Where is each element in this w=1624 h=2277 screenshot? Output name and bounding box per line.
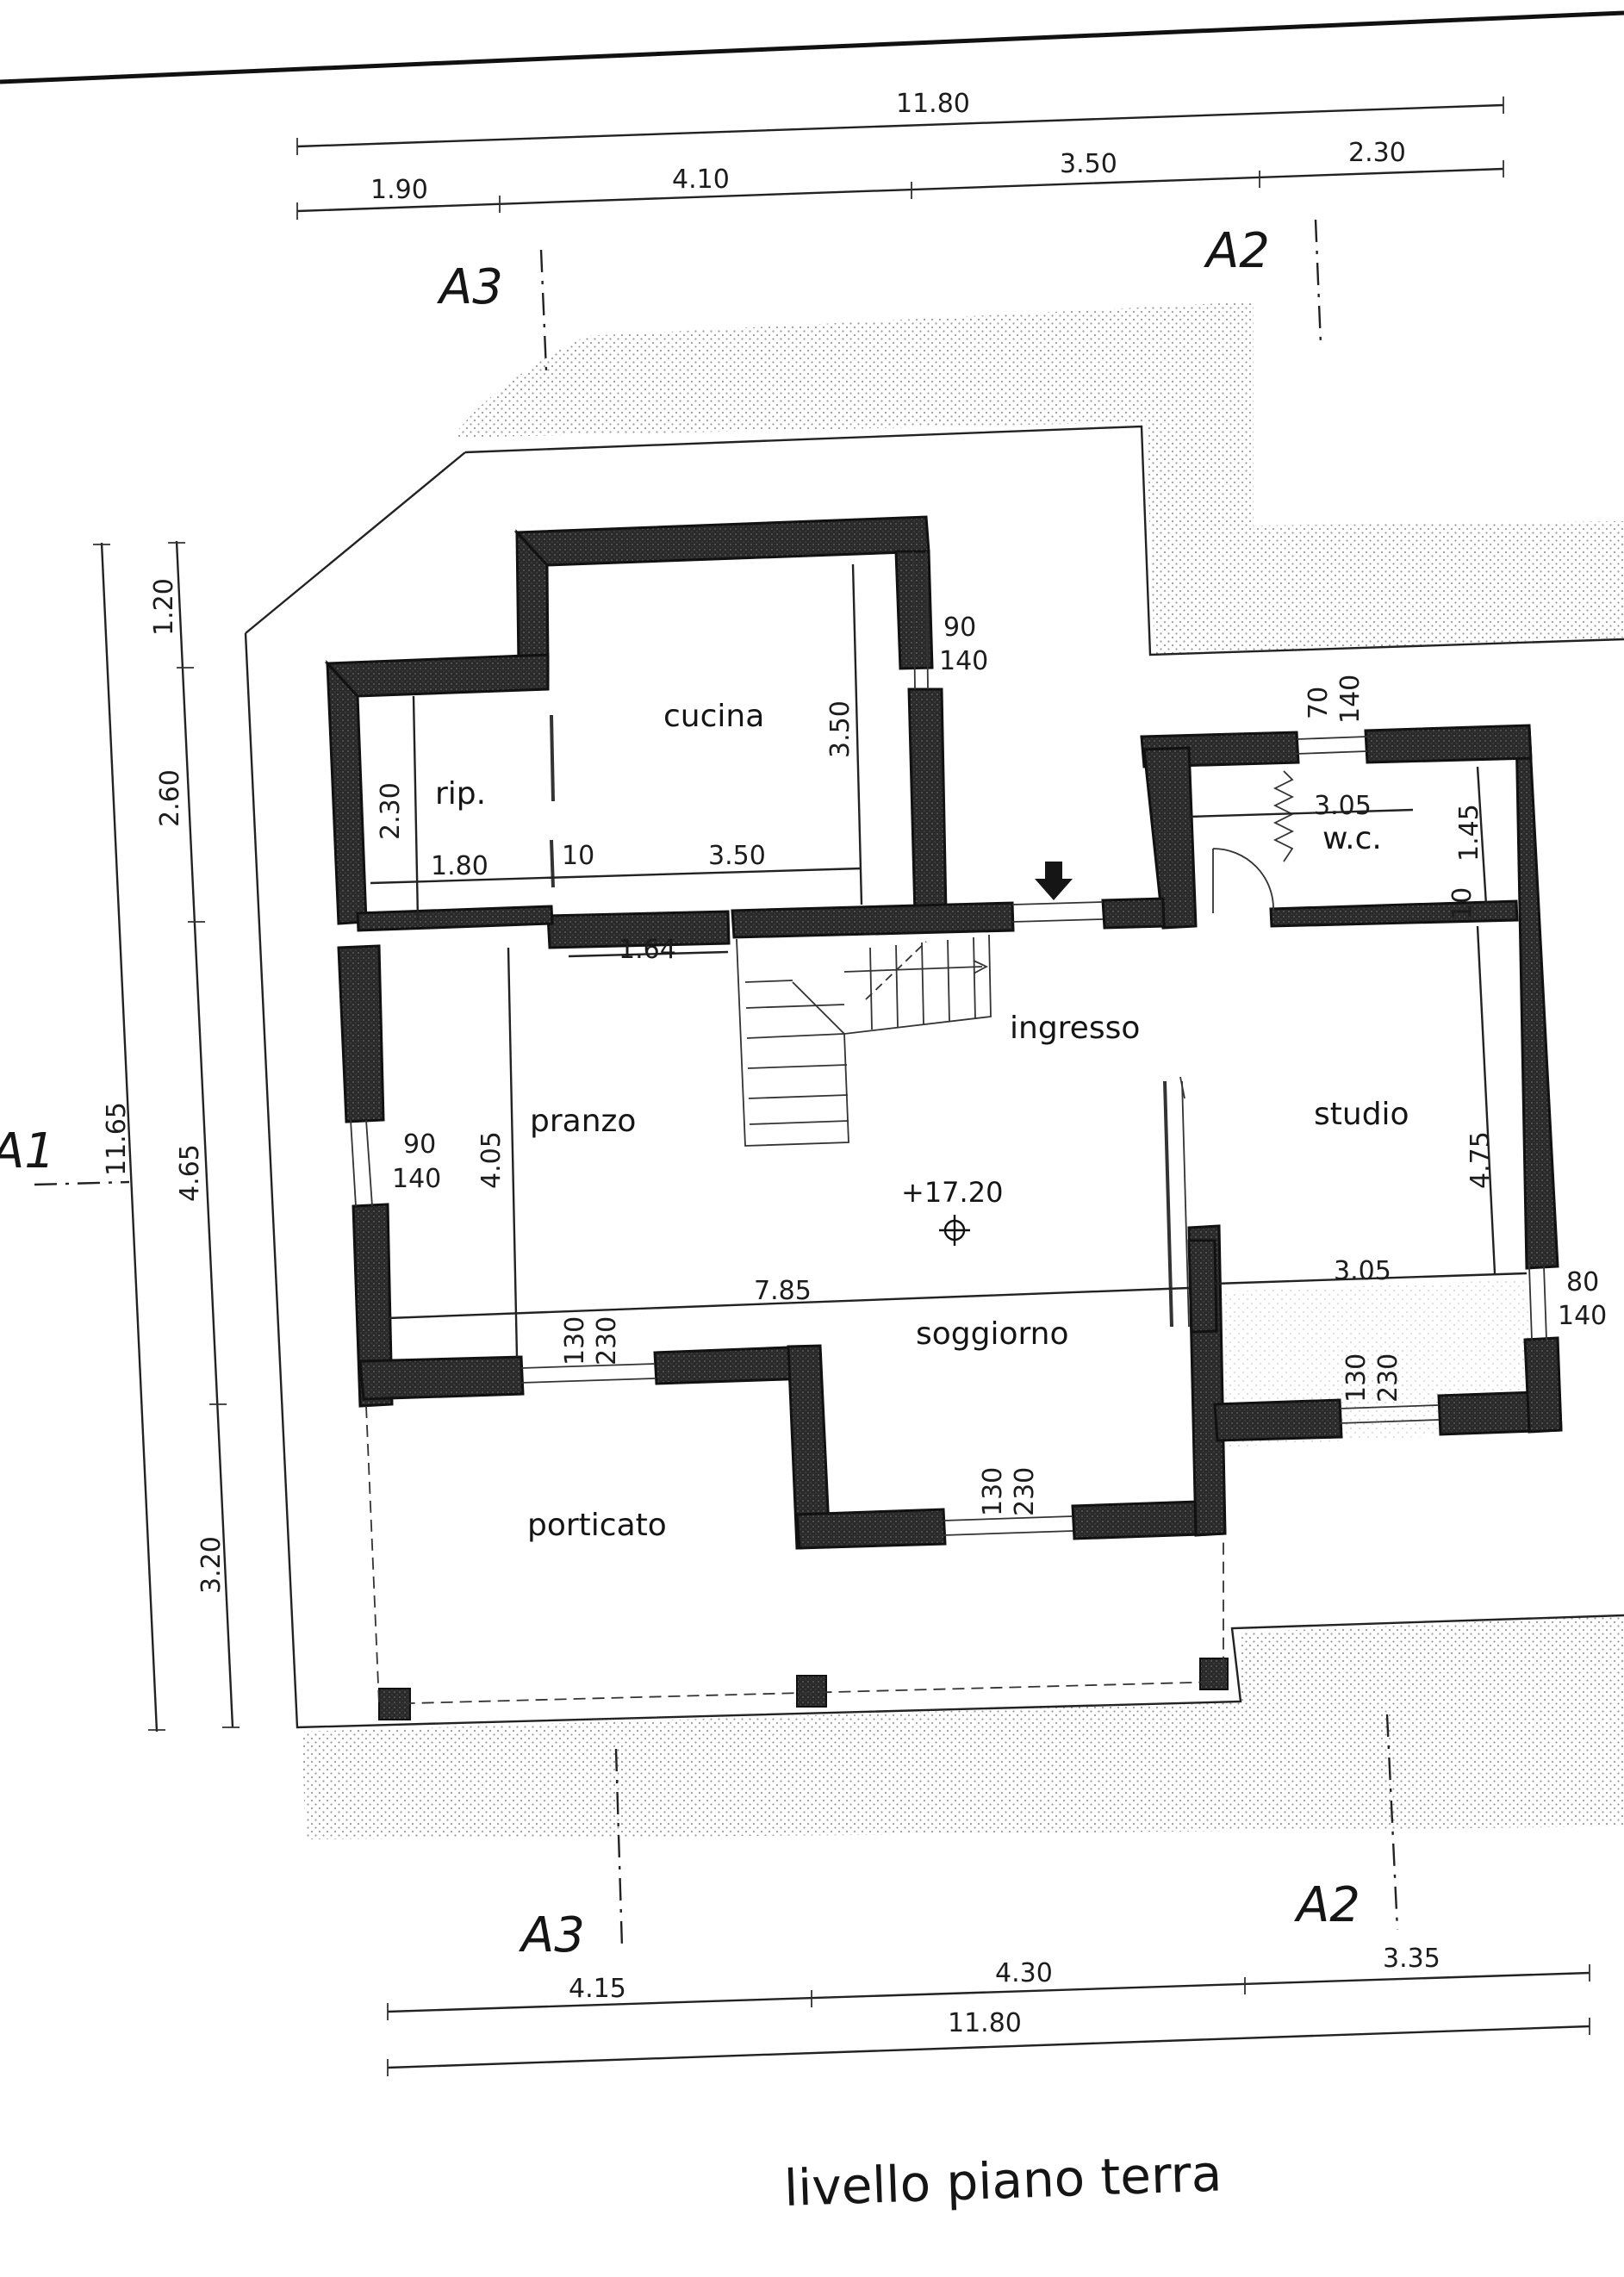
dim-left-seg4: 3.20 [196,1536,227,1594]
ground-dotted-area [302,302,1624,1839]
opening-wc-win-b: 140 [1335,675,1366,724]
dim-rip-wall: 10 [562,841,594,871]
dim-wc-wall: 10 [1447,887,1478,920]
sheet-top-border [0,10,1624,84]
opening-studio-win-a: 80 [1566,1267,1599,1297]
dim-bottom-seg3: 3.35 [1383,1944,1440,1974]
room-label-studio: studio [1314,1097,1409,1132]
dim-top-seg3: 3.50 [1060,149,1117,179]
dim-left-seg3: 4.65 [175,1144,205,1202]
opening-studio-door-b: 230 [1373,1353,1403,1403]
opening-pranzo-win-a: 90 [403,1129,436,1160]
porch-outline [365,1405,1224,1705]
section-mark-a2-top: A2 [1204,223,1270,279]
dim-soggiorno-width: 7.85 [754,1276,812,1306]
opening-studio-door-a: 130 [1341,1353,1372,1403]
section-mark-a2-bottom: A2 [1294,1877,1360,1933]
opening-pranzo-door-a: 130 [560,1316,590,1366]
dim-top-seg1: 1.90 [370,175,428,205]
door-swings [550,714,1274,1328]
dim-cucina-height: 3.50 [825,700,856,758]
dim-rip-height: 2.30 [376,782,406,840]
opening-sogg-door-b: 230 [1010,1467,1040,1516]
porch-columns [378,1658,1229,1720]
room-label-porticato: porticato [527,1508,667,1543]
dim-left-seg2: 2.60 [155,769,185,827]
dim-bottom-seg2: 4.30 [995,1958,1053,1988]
elevation-symbol [939,1215,970,1246]
opening-studio-win-b: 140 [1558,1301,1607,1331]
opening-pranzo-door-b: 230 [592,1316,622,1366]
section-mark-a3-top: A3 [437,259,503,315]
entrance-arrow-icon [1035,862,1073,900]
section-lines [34,219,1399,1948]
dimension-lines [93,96,1590,2076]
dim-bottom-seg1: 4.15 [569,1974,626,2004]
opening-cucina-win-a: 90 [943,613,976,643]
dim-stair-width: 1.64 [619,935,676,965]
elevation-label: +17.20 [901,1176,1003,1209]
opening-cucina-win-b: 140 [939,646,988,676]
dim-studio-height: 4.75 [1465,1131,1496,1189]
dim-top-seg2: 4.10 [672,165,730,195]
dim-cucina-width: 3.50 [708,841,766,871]
opening-sogg-door-a: 130 [978,1467,1008,1516]
dim-left-total: 11.65 [102,1102,132,1176]
wc-radiator-symbol [1272,770,1295,862]
room-label-pranzo: pranzo [530,1104,636,1139]
walls [324,515,1563,1550]
opening-pranzo-win-b: 140 [392,1164,441,1194]
dim-pranzo-height: 4.05 [476,1131,507,1189]
dim-top-total: 11.80 [896,89,970,119]
window-openings [350,551,1547,1536]
dim-wc-width: 3.05 [1314,791,1372,821]
room-label-cucina: cucina [663,699,764,734]
opening-wc-win-a: 70 [1304,687,1334,719]
room-label-rip: rip. [435,776,486,812]
dim-rip-width: 1.80 [431,851,488,881]
dim-studio-width: 3.05 [1334,1256,1391,1286]
staircase [736,934,992,1147]
section-mark-a3-bottom: A3 [519,1907,585,1963]
room-label-wc: w.c. [1322,821,1382,856]
room-label-soggiorno: soggiorno [916,1316,1069,1352]
room-label-ingresso: ingresso [1010,1011,1140,1046]
dim-wc-height: 1.45 [1454,804,1484,862]
section-mark-a1-left: A1 [0,1123,55,1179]
dim-left-seg1: 1.20 [149,578,179,636]
dim-bottom-total: 11.80 [948,2008,1022,2038]
plot-outline [244,425,1624,1729]
dim-top-seg4: 2.30 [1348,138,1406,168]
drawing-caption: livello piano terra [783,2143,1223,2218]
